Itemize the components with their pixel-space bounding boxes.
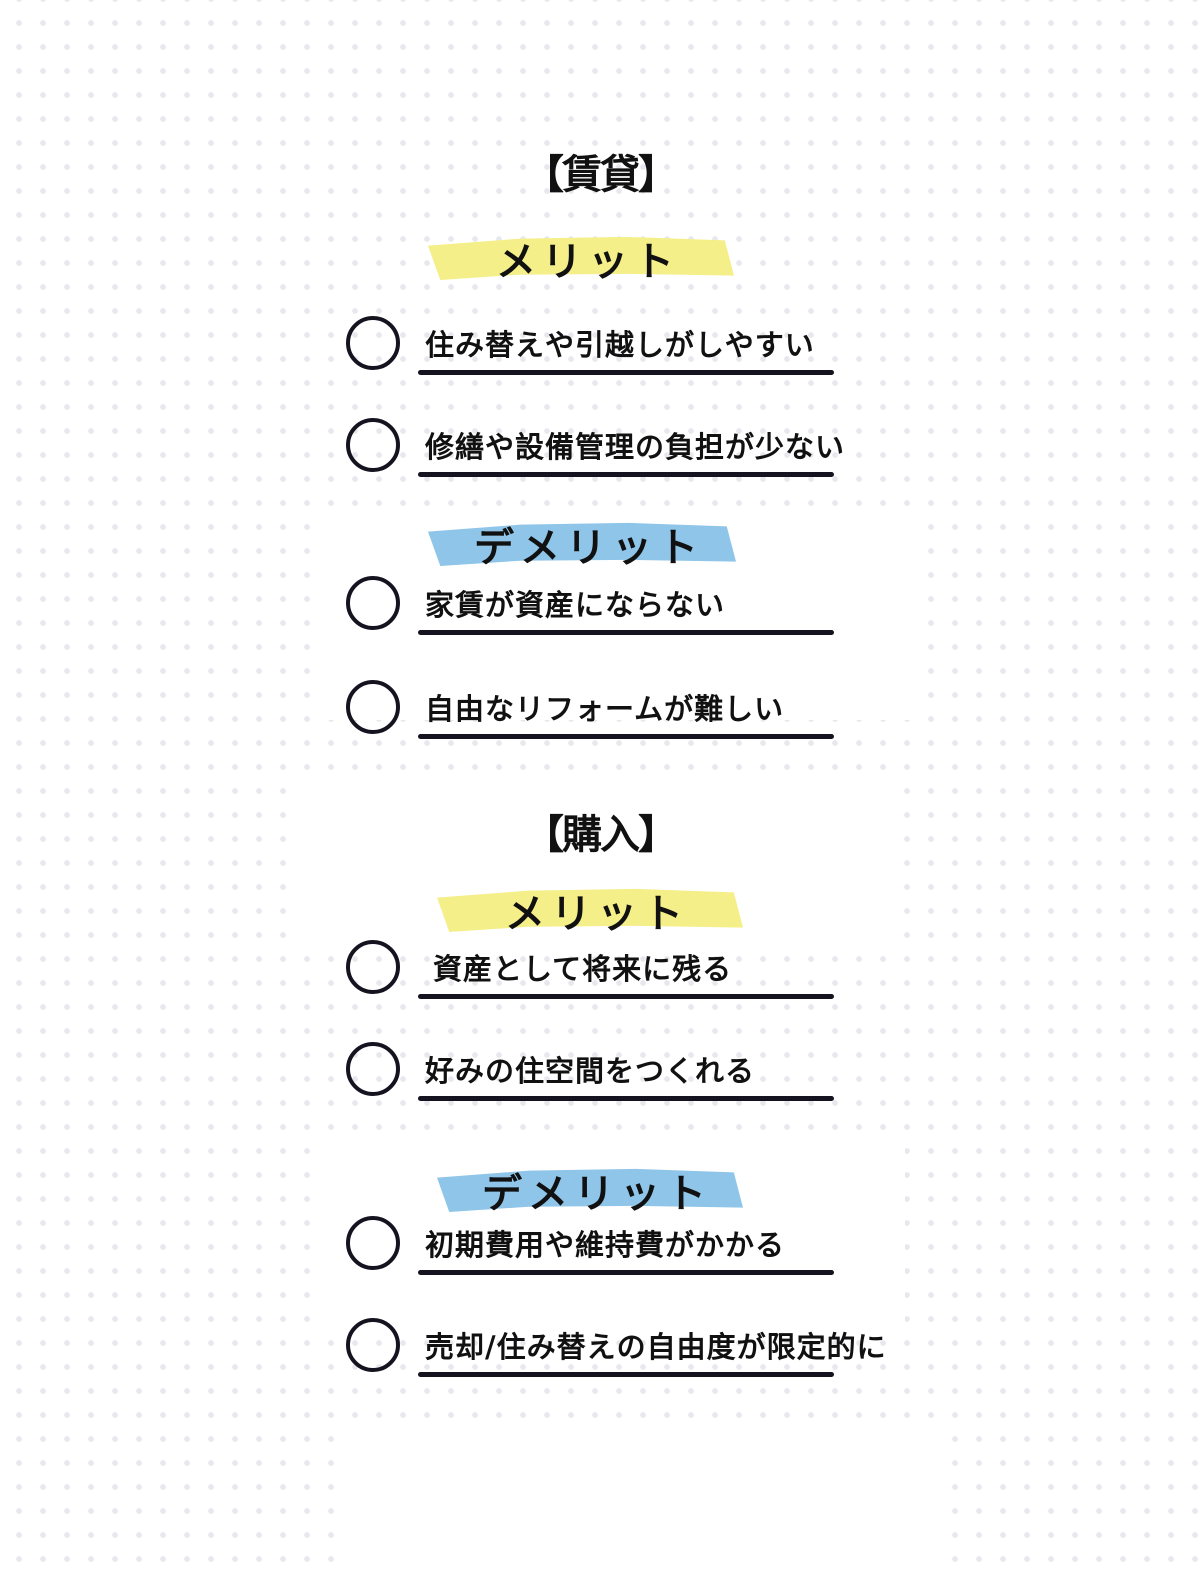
demerit-label: デメリット xyxy=(482,1171,712,1217)
underline xyxy=(418,1096,834,1101)
merit-label: メリット xyxy=(505,891,689,937)
list-item: 修繕や設備管理の負担が少ない xyxy=(0,418,1200,488)
circle-bullet-icon xyxy=(346,576,400,630)
list-item: 初期費用や維持費がかかる xyxy=(0,1216,1200,1286)
list-item: 資産として将来に残る xyxy=(0,940,1200,1010)
underline xyxy=(418,734,834,739)
underline xyxy=(418,1372,834,1377)
item-text: 家賃が資産にならない xyxy=(425,588,726,622)
underline xyxy=(418,1270,834,1275)
merit-tag: メリット xyxy=(428,236,734,285)
underline xyxy=(418,630,834,635)
list-item: 家賃が資産にならない xyxy=(0,576,1200,646)
underline xyxy=(418,994,834,999)
item-text: 資産として将来に残る xyxy=(433,952,733,986)
circle-bullet-icon xyxy=(346,940,400,994)
highlight-stroke xyxy=(428,522,736,566)
section-title-rent: 【賃貸】 xyxy=(524,152,678,198)
merit-tag: メリット xyxy=(437,888,743,937)
demerit-tag: デメリット xyxy=(437,1168,743,1217)
circle-bullet-icon xyxy=(346,680,400,734)
list-item: 自由なリフォームが難しい xyxy=(0,680,1200,750)
underline xyxy=(418,370,834,375)
list-item: 売却/住み替えの自由度が限定的に xyxy=(0,1318,1200,1388)
item-text: 自由なリフォームが難しい xyxy=(425,692,785,726)
highlight-stroke xyxy=(437,1168,743,1212)
bg-patch xyxy=(340,1425,945,1580)
demerit-label: デメリット xyxy=(474,525,704,571)
circle-bullet-icon xyxy=(346,316,400,370)
merit-label: メリット xyxy=(496,239,680,285)
demerit-tag: デメリット xyxy=(428,522,736,571)
highlight-stroke xyxy=(428,236,734,280)
item-text: 住み替えや引越しがしやすい xyxy=(425,328,815,362)
circle-bullet-icon xyxy=(346,1216,400,1270)
highlight-stroke xyxy=(437,888,743,932)
circle-bullet-icon xyxy=(346,1042,400,1096)
item-text: 売却/住み替えの自由度が限定的に xyxy=(425,1330,887,1364)
list-item: 住み替えや引越しがしやすい xyxy=(0,316,1200,386)
list-item: 好みの住空間をつくれる xyxy=(0,1042,1200,1112)
circle-bullet-icon xyxy=(346,418,400,472)
item-text: 初期費用や維持費がかかる xyxy=(425,1228,786,1262)
section-title-purchase: 【購入】 xyxy=(524,812,678,858)
underline xyxy=(418,472,834,477)
circle-bullet-icon xyxy=(346,1318,400,1372)
item-text: 修繕や設備管理の負担が少ない xyxy=(425,430,846,464)
item-text: 好みの住空間をつくれる xyxy=(425,1054,756,1088)
